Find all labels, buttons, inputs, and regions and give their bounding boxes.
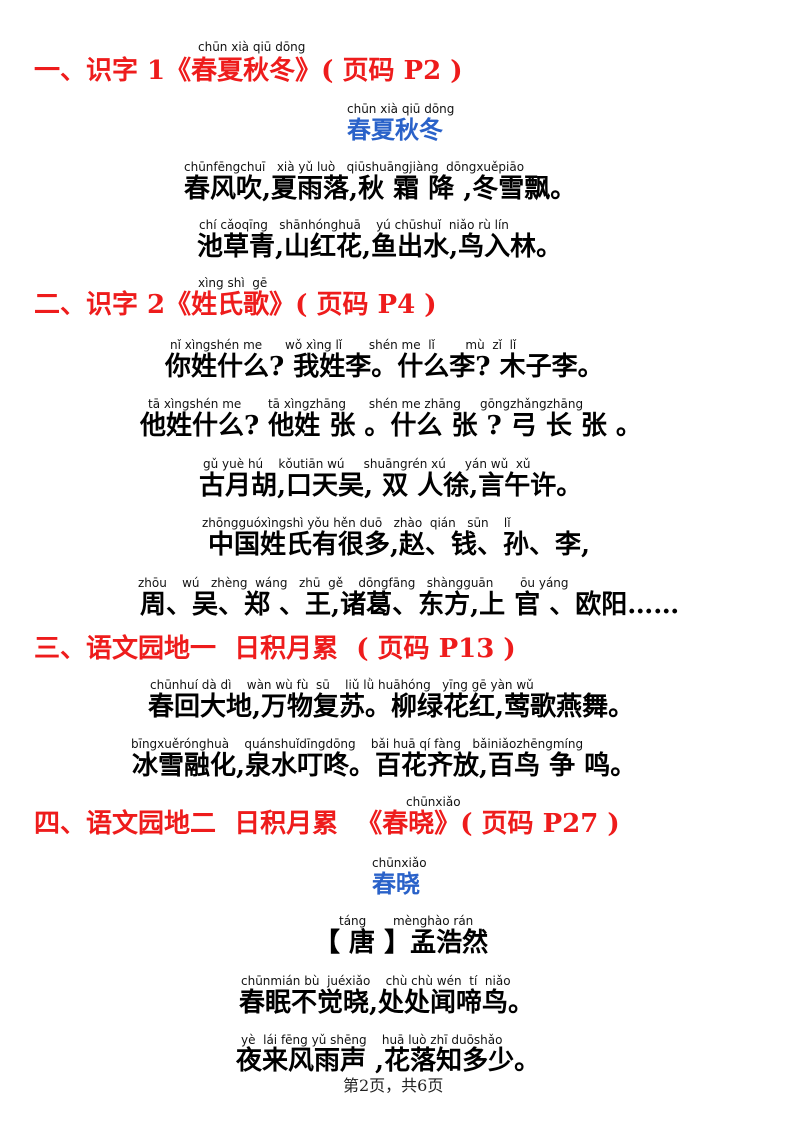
poem-title: 春夏秋冬 <box>347 115 443 144</box>
line-text: 池草青,山红花,鱼出水,鸟入林。 <box>197 232 563 262</box>
line-text: 夜来风雨声 ,花落知多少。 <box>236 1046 541 1076</box>
line-pinyin: chūnfēngchuī xià yǔ luò qiūshuāngjiàng d… <box>184 160 525 174</box>
line-text: 你姓什么? 我姓李。什么李? 木子李。 <box>165 352 604 382</box>
heading-pinyin: chūn xià qiū dōng <box>198 40 306 54</box>
line-pinyin: yè lái fēng yǔ shēng huā luò zhī duōshǎo <box>241 1033 503 1047</box>
line-text: 周、吴、郑 、王,诸葛、东方,上 官 、欧阳…… <box>140 590 680 620</box>
heading-pinyin: xìng shì gē <box>198 276 268 290</box>
line-text: 冰雪融化,泉水叮咚。百花齐放,百鸟 争 鸣。 <box>132 751 637 781</box>
line-text: 春眠不觉晓,处处闻啼鸟。 <box>239 988 535 1018</box>
line-pinyin: zhōngguóxìngshì yǒu hěn duō zhào qián sū… <box>202 516 511 530</box>
heading-pinyin: chūnxiǎo <box>406 795 461 809</box>
section-heading: 一、识字 1《春夏秋冬》( 页码 P2 ) <box>34 56 463 86</box>
line-pinyin: nǐ xìngshén me wǒ xìng lǐ shén me lǐ mù … <box>170 338 517 352</box>
line-pinyin: gǔ yuè hú kǒutiān wú shuāngrén xú yán wǔ… <box>203 457 531 471</box>
title-pinyin: chūnxiǎo <box>372 856 427 870</box>
line-pinyin: chūnmián bù juéxiǎo chù chù wén tí niǎo <box>241 974 511 988</box>
line-text: 春回大地,万物复苏。柳绿花红,莺歌燕舞。 <box>148 692 635 722</box>
section-heading: 二、识字 2《姓氏歌》( 页码 P4 ) <box>34 290 437 320</box>
line-pinyin: zhōu wú zhèng wáng zhū gě dōngfāng shàng… <box>138 576 569 590</box>
title-pinyin: chūn xià qiū dōng <box>347 102 455 116</box>
line-text: 中国姓氏有很多,赵、钱、孙、李, <box>208 530 591 560</box>
line-text: 春风吹,夏雨落,秋 霜 降 ,冬雪飘。 <box>184 174 577 204</box>
line-text: 他姓什么? 他姓 张 。什么 张 ? 弓 长 张 。 <box>140 411 642 441</box>
line-pinyin: chí cǎoqīng shānhónghuā yú chūshuǐ niǎo … <box>199 218 509 232</box>
section-heading: 三、语文园地一 日积月累 ( 页码 P13 ) <box>34 634 516 664</box>
section-heading: 四、语文园地二 日积月累 《春晓》( 页码 P27 ) <box>34 809 620 839</box>
poem-author: 【 唐 】孟浩然 <box>314 928 489 958</box>
line-pinyin: chūnhuí dà dì wàn wù fù sū liǔ lǜ huāhón… <box>150 678 534 692</box>
page-footer: 第2页，共6页 <box>343 1076 444 1095</box>
line-pinyin: tā xìngshén me tā xìngzhāng shén me zhān… <box>148 397 584 411</box>
poem-title: 春晓 <box>372 869 420 898</box>
line-text: 古月胡,口天吴, 双 人徐,言午许。 <box>199 471 583 501</box>
author-pinyin: táng mènghào rán <box>339 914 474 928</box>
line-pinyin: bīngxuěrónghuà quánshuǐdīngdōng bǎi huā … <box>131 737 584 751</box>
